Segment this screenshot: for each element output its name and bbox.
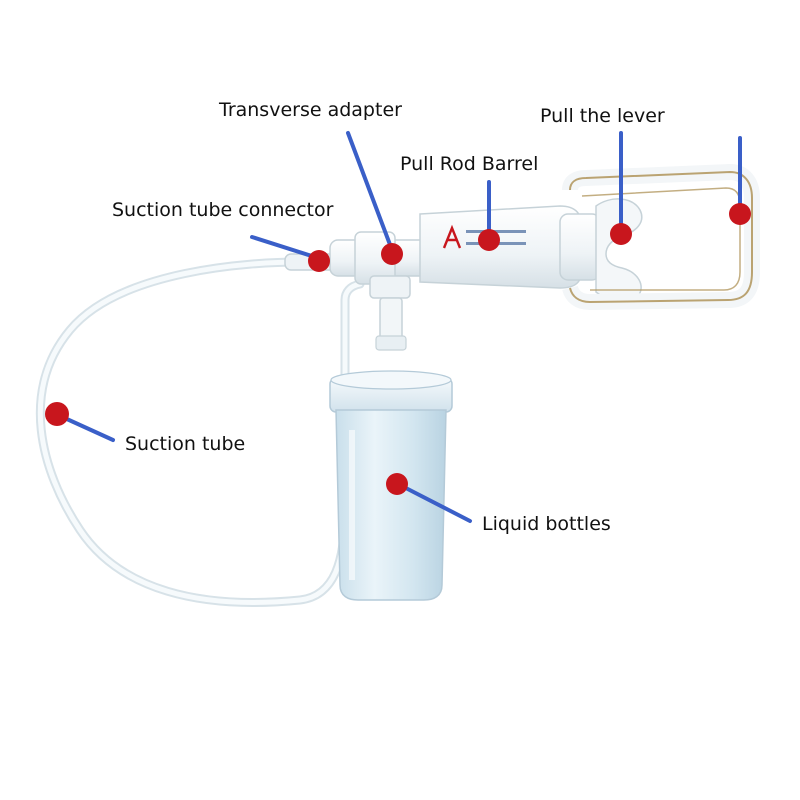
marker-liquid-bottles bbox=[386, 473, 408, 495]
label-suction-tube-connector: Suction tube connector bbox=[112, 199, 334, 221]
marker-suction-tube bbox=[45, 402, 69, 426]
lever-shape bbox=[595, 198, 643, 303]
marker-handle bbox=[729, 203, 751, 225]
leader-lines bbox=[56, 131, 742, 523]
marker-dots bbox=[45, 203, 751, 495]
label-pull-the-lever: Pull the lever bbox=[540, 105, 665, 127]
leader-line-transverse-adapter bbox=[346, 131, 394, 252]
label-pull-rod-barrel: Pull Rod Barrel bbox=[400, 153, 538, 175]
marker-pull-rod-barrel bbox=[478, 229, 500, 251]
suction-device-illustration bbox=[35, 164, 760, 607]
label-transverse-adapter: Transverse adapter bbox=[218, 99, 402, 121]
marker-transverse-adapter bbox=[381, 243, 403, 265]
leader-line-liquid-bottles bbox=[396, 482, 472, 523]
label-suction-tube: Suction tube bbox=[125, 433, 245, 455]
marker-pull-the-lever bbox=[610, 223, 632, 245]
marker-suction-tube-connector bbox=[308, 250, 330, 272]
labels: Transverse adapter Pull the lever Pull R… bbox=[112, 99, 665, 535]
liquid-bottle-shape bbox=[329, 370, 453, 601]
leader-line-suction-tube-connector bbox=[250, 235, 320, 260]
label-liquid-bottles: Liquid bottles bbox=[482, 513, 611, 535]
